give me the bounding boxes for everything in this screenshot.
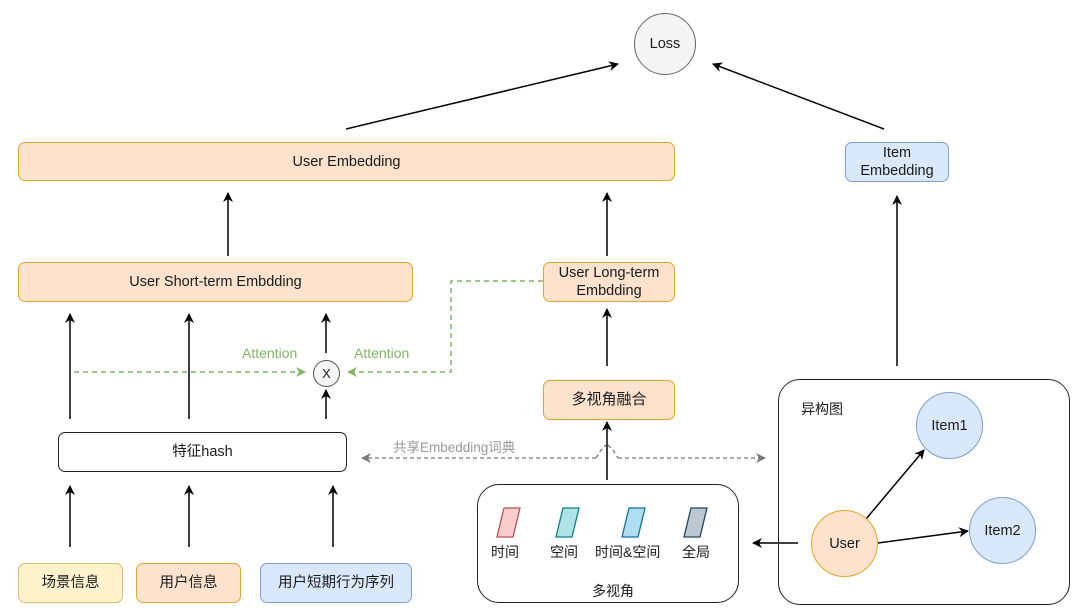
graph-node-item1-label: Item1: [931, 417, 968, 434]
view-shape-global: [683, 507, 708, 538]
multi-view-fusion-label: 多视角融合: [571, 391, 647, 408]
input-scene-info-label: 场景信息: [41, 575, 100, 591]
view-shape-space: [555, 507, 580, 538]
view-shape-time: [496, 507, 521, 538]
shared-dict-hop: [607, 444, 619, 459]
view-label-space: 空间: [550, 544, 578, 560]
user-embedding-label: User Embedding: [292, 153, 401, 170]
multi-view-fusion-box: 多视角融合: [543, 380, 675, 420]
feature-hash-box: 特征hash: [58, 432, 347, 472]
edge-user-item1: [865, 449, 925, 520]
input-scene-info: 场景信息: [18, 563, 123, 603]
shared-embedding-dict-label: 共享Embedding词典: [393, 440, 516, 455]
short-term-embedding-label: User Short-term Embdding: [129, 274, 302, 290]
heterogeneous-graph-group: [778, 379, 1070, 605]
view-label-time: 时间: [491, 544, 519, 560]
view-label-time-space: 时间&空间: [595, 544, 661, 560]
loss-label: Loss: [649, 36, 681, 52]
feature-hash-label: 特征hash: [172, 444, 233, 460]
edge-user-item2: [877, 527, 969, 544]
attention-label-right: Attention: [354, 345, 410, 361]
long-term-embedding-label-line2: Embdding: [576, 283, 642, 299]
arrow-user-embedding-to-loss: [345, 61, 619, 130]
short-term-embedding-box: User Short-term Embdding: [18, 262, 413, 302]
input-short-term-behavior: 用户短期行为序列: [260, 563, 412, 603]
graph-node-item1: Item1: [916, 392, 983, 459]
multiply-node: X: [313, 360, 340, 387]
multi-view-group: [477, 484, 739, 603]
multiply-label: X: [322, 366, 331, 381]
multi-view-title: 多视角: [592, 583, 634, 599]
item-embedding-label-line1: Item: [882, 145, 912, 161]
graph-node-item2-label: Item2: [984, 522, 1021, 539]
heterogeneous-graph-title: 异构图: [801, 401, 843, 417]
long-term-embedding-box: User Long-term Embdding: [543, 262, 675, 302]
graph-node-item2: Item2: [969, 497, 1036, 564]
input-user-info-label: 用户信息: [159, 575, 218, 591]
item-embedding-box: Item Embedding: [845, 142, 949, 182]
arrow-item-embedding-to-loss: [712, 62, 885, 130]
user-embedding-box: User Embedding: [18, 142, 675, 181]
input-user-info: 用户信息: [136, 563, 241, 603]
view-label-global: 全局: [682, 544, 710, 560]
attention-label-left: Attention: [242, 345, 298, 361]
item-embedding-label-line2: Embedding: [860, 163, 934, 179]
graph-node-user-label: User: [829, 535, 860, 552]
attention-arrow-right: [347, 280, 543, 377]
long-term-embedding-label-line1: User Long-term: [558, 265, 660, 281]
view-shape-time-space: [621, 507, 646, 538]
graph-node-user: User: [811, 510, 878, 577]
input-short-term-behavior-label: 用户短期行为序列: [278, 575, 394, 591]
loss-node: Loss: [634, 13, 696, 75]
shared-dict-arrow-left: [595, 444, 607, 459]
